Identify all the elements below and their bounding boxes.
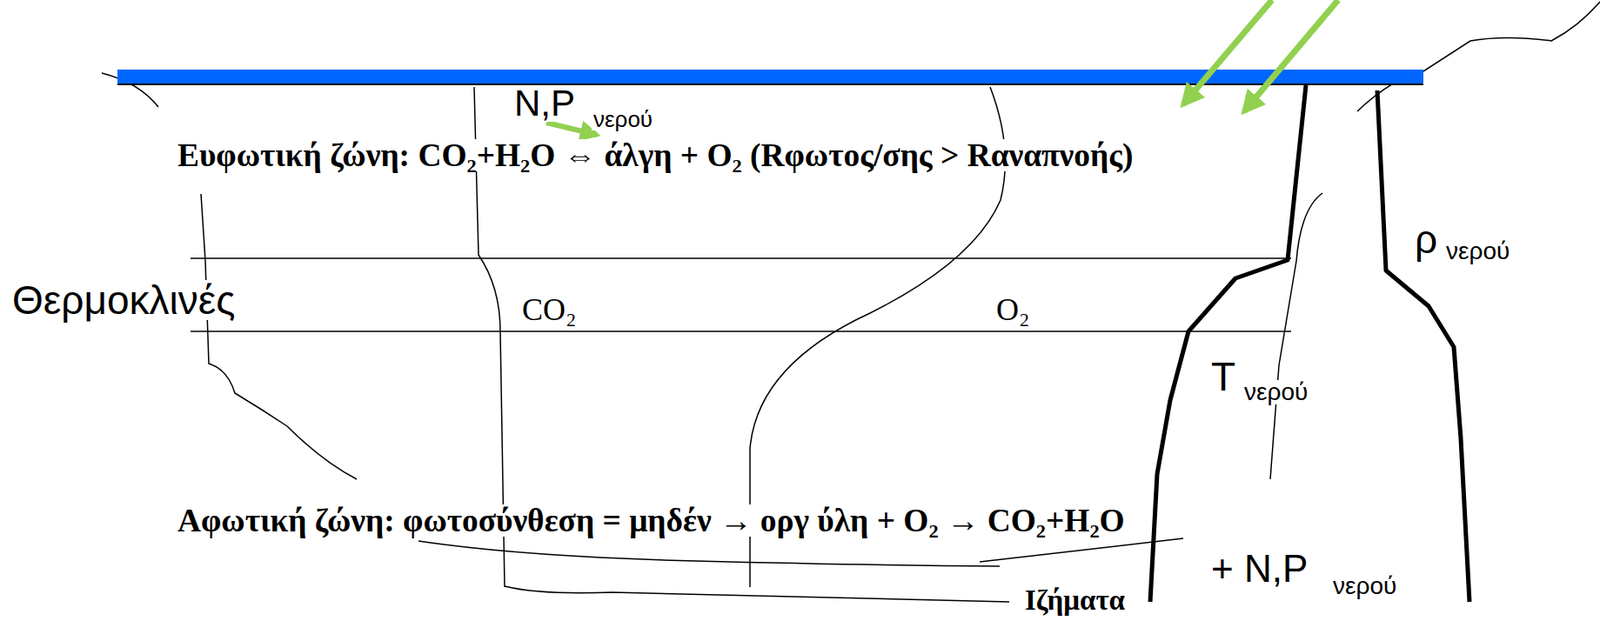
basin-line <box>200 194 357 480</box>
light-arrow <box>1244 0 1339 112</box>
euphotic-equation: Ευφωτική ζώνη: CO₂+H₂O ⇔ άλγη + O₂ (Rφωτ… <box>175 139 1135 172</box>
water-surface <box>117 69 1424 84</box>
light-arrow <box>1183 0 1272 105</box>
nutrient-label: + N,P <box>1209 549 1310 589</box>
thermocline-line <box>190 257 1292 260</box>
sediment-label: Ιζήματα <box>1023 586 1127 616</box>
temperature-profile <box>1150 85 1306 603</box>
co2-label: CO₂ <box>520 294 579 326</box>
nutrient-arrow <box>546 122 597 135</box>
shore-line <box>1357 1 1600 112</box>
subscript-label: νερού <box>1331 574 1399 599</box>
density-label: ρ <box>1412 219 1440 260</box>
subscript-label: νερού <box>1444 239 1512 264</box>
o2-label: O₂ <box>994 294 1032 326</box>
subscript-label: νερού <box>591 107 655 131</box>
temperature-label: T <box>1209 356 1238 397</box>
sediment-line <box>979 538 1184 563</box>
sediment-line <box>504 586 1010 603</box>
nutrient-label: N,P <box>512 85 577 122</box>
thermocline-label: Θερμοκλινές <box>10 280 237 321</box>
aphotic-equation: Αφωτική ζώνη: φωτοσύνθεση = μηδέν → οργ … <box>175 504 1127 537</box>
subscript-label: νερού <box>1242 380 1310 405</box>
sediment-line <box>418 541 1000 567</box>
surface-line <box>117 83 1424 86</box>
thermocline-line <box>190 330 1292 333</box>
density-profile <box>1377 90 1470 603</box>
basin-line <box>1270 193 1323 480</box>
